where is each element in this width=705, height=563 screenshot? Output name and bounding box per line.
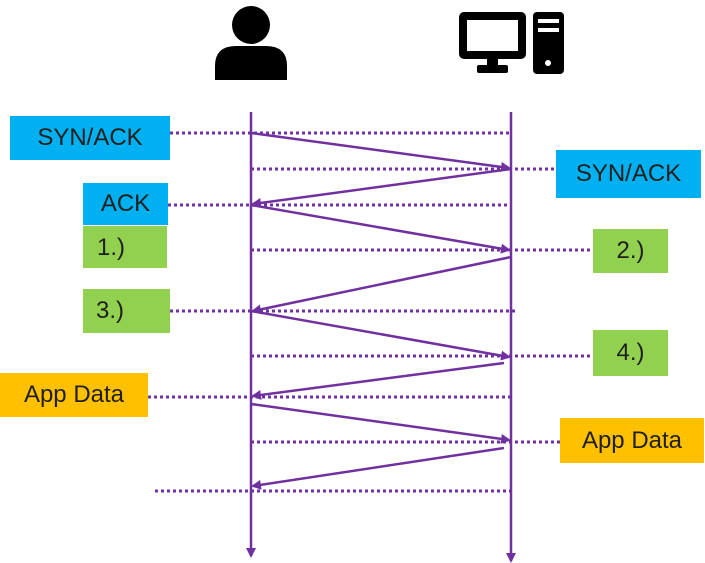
message-arrow <box>251 361 505 400</box>
left-syn-ack-label: SYN/ACK <box>10 116 170 160</box>
message-arrow <box>251 167 512 208</box>
step-2-label: 2.) <box>593 229 668 273</box>
message-arrows <box>250 131 512 490</box>
message-arrow <box>250 203 511 254</box>
right-syn-ack-label: SYN/ACK <box>556 150 701 198</box>
message-arrow <box>251 446 505 490</box>
left-app-data-label: App Data <box>0 373 148 417</box>
step-1-label: 1.) <box>83 226 167 268</box>
message-arrow <box>250 402 511 444</box>
step-4-label: 4.) <box>593 330 668 376</box>
message-arrow <box>250 309 511 361</box>
person-icon <box>215 6 287 80</box>
ack-label: ACK <box>83 183 168 225</box>
message-arrow <box>251 255 512 315</box>
message-arrow <box>250 131 511 172</box>
right-app-data-label: App Data <box>560 418 704 463</box>
step-3-label: 3.) <box>83 289 170 333</box>
desktop-computer-icon <box>459 12 564 74</box>
guide-lines <box>148 131 593 493</box>
